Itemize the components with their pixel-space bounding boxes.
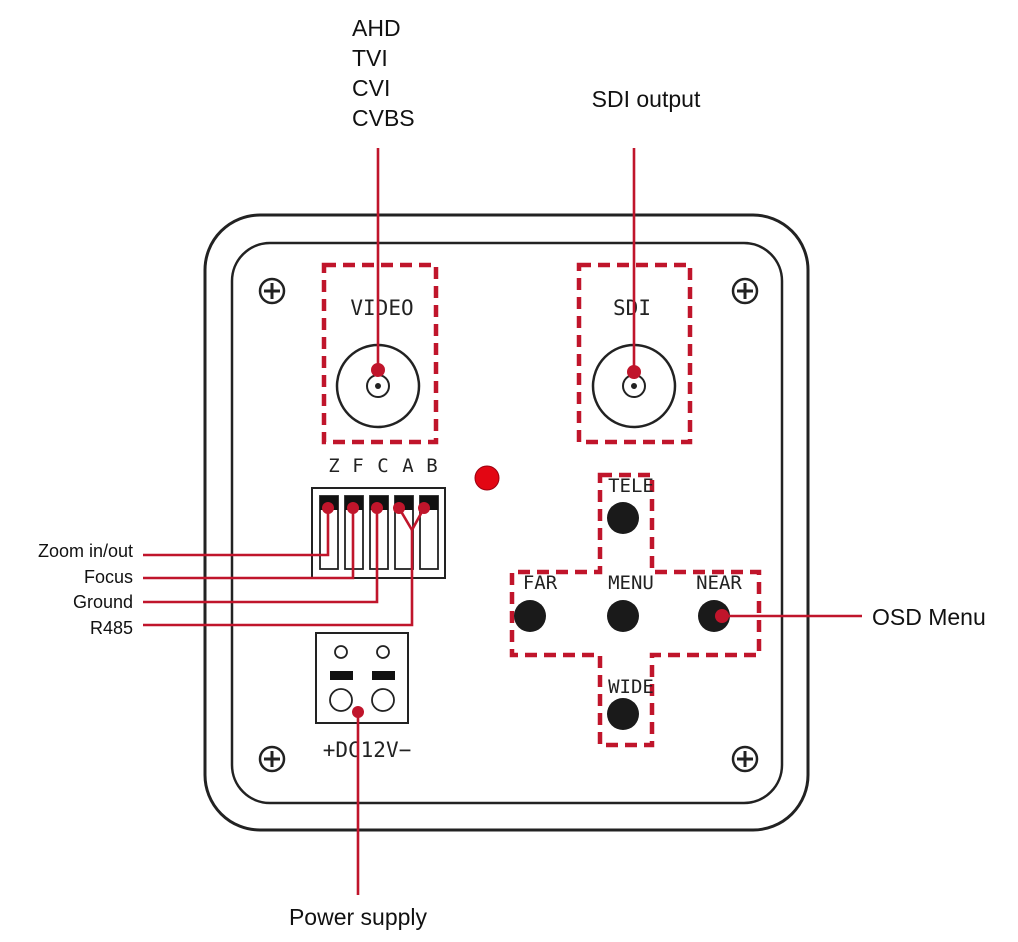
far-label: FAR [523, 572, 558, 594]
near-button[interactable] [698, 600, 730, 632]
screw-icon [258, 277, 286, 305]
menu-button[interactable] [607, 600, 639, 632]
zoom-leader-line [143, 508, 330, 557]
terminal-letter-z: Z [328, 455, 339, 477]
terminal-letter-c: C [377, 455, 388, 477]
screw-icon [731, 745, 759, 773]
r485-leader-line [143, 530, 414, 627]
wide-button[interactable] [607, 698, 639, 730]
camera-body-outer [203, 213, 810, 832]
callout-ahd: AHD [352, 15, 401, 41]
callout-ground: Ground [73, 592, 133, 612]
focus-leader-line [143, 508, 355, 580]
camera-body-inner [230, 241, 784, 805]
tele-button[interactable] [607, 502, 639, 534]
callout-sdi-output: SDI output [592, 86, 701, 112]
sdi-highlight-box [576, 262, 693, 445]
status-led [474, 465, 500, 491]
callout-focus: Focus [84, 567, 133, 587]
sdi-label: SDI [613, 296, 651, 320]
ground-leader-line [143, 508, 379, 604]
screw-icon [258, 745, 286, 773]
osd-button-highlight [509, 472, 762, 748]
terminal-letter-b: B [426, 455, 437, 477]
screw-icon [731, 277, 759, 305]
terminal-letter-f: F [352, 455, 363, 477]
callout-zoom: Zoom in/out [38, 541, 133, 561]
near-label: NEAR [696, 572, 742, 594]
wide-label: WIDE [608, 676, 654, 698]
tele-label: TELE [608, 475, 654, 497]
video-highlight-box [321, 262, 439, 445]
callout-cvbs: CVBS [352, 105, 415, 131]
callout-osd-menu: OSD Menu [872, 604, 986, 630]
terminal-letter-a: A [402, 455, 414, 477]
terminal-letters: Z F C A B [328, 455, 437, 477]
power-label: +DC12V− [323, 738, 412, 762]
callout-power-supply: Power supply [289, 904, 428, 930]
menu-label: MENU [608, 572, 654, 594]
callout-tvi: TVI [352, 45, 388, 71]
far-button[interactable] [514, 600, 546, 632]
callout-r485: R485 [90, 618, 133, 638]
video-label: VIDEO [350, 296, 413, 320]
callout-cvi: CVI [352, 75, 390, 101]
